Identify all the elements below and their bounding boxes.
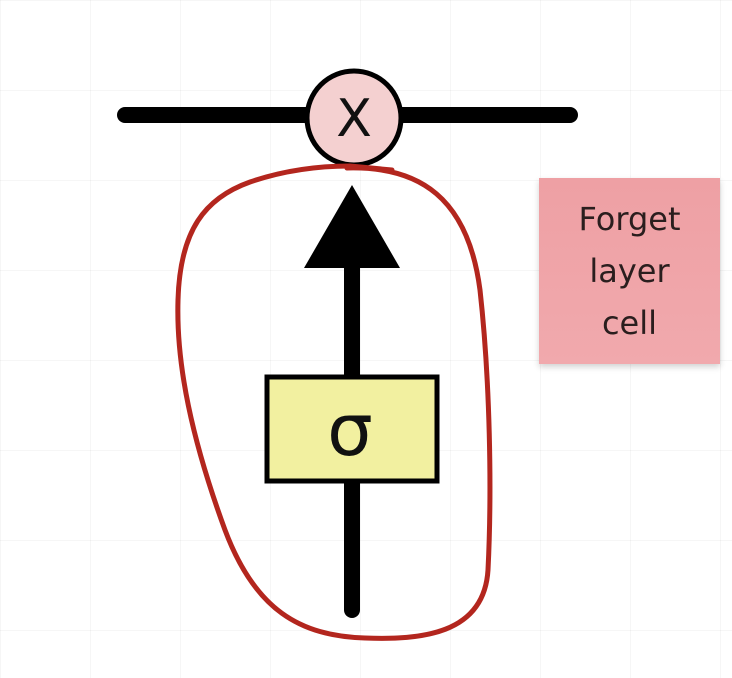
- multiply-symbol: X: [336, 89, 372, 149]
- sigmoid-symbol: σ: [327, 388, 373, 472]
- multiply-node: X: [304, 68, 404, 168]
- sigmoid-box: [264, 374, 440, 484]
- sigmoid-gate: σ: [264, 374, 440, 484]
- sticky-note[interactable]: Forget layer cell: [539, 178, 720, 364]
- arrow-head: [304, 185, 400, 268]
- sticky-note-text: Forget layer cell: [578, 200, 681, 342]
- highlight-loop[interactable]: [175, 163, 493, 641]
